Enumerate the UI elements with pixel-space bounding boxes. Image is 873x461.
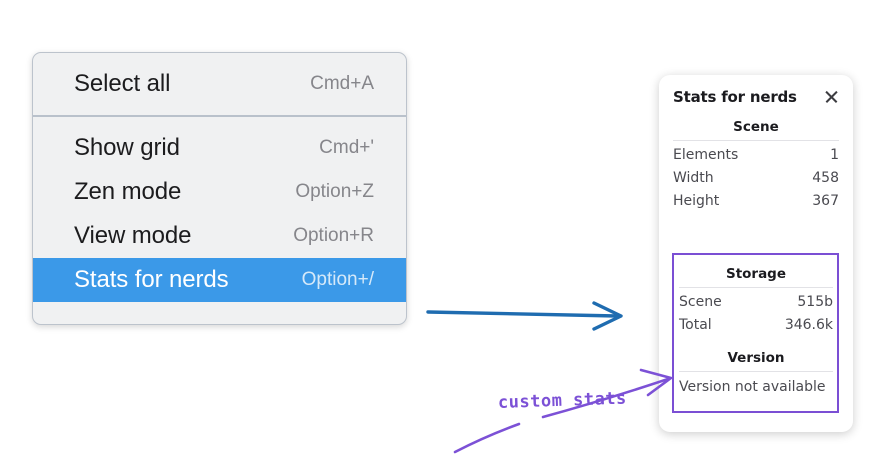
stats-panel-header: Stats for nerds — [659, 75, 853, 106]
menu-group-secondary: Show grid Cmd+' Zen mode Option+Z View m… — [33, 117, 406, 324]
section-divider — [673, 140, 839, 141]
stat-value: 367 — [812, 193, 839, 209]
stat-value: 1 — [830, 147, 839, 163]
stat-row-storage-total: Total 346.6k — [679, 314, 833, 337]
menu-footer-spacer — [33, 302, 406, 324]
menu-item-shortcut: Option+/ — [301, 269, 374, 290]
section-divider — [679, 371, 833, 372]
menu-item-label: Stats for nerds — [74, 266, 229, 293]
blue-flow-arrow — [426, 301, 623, 331]
menu-item-zen-mode[interactable]: Zen mode Option+Z — [33, 170, 406, 214]
stats-for-nerds-panel[interactable]: Stats for nerds Scene Elements 1 Width 4… — [659, 75, 853, 432]
stat-row-width: Width 458 — [673, 167, 839, 190]
menu-item-show-grid[interactable]: Show grid Cmd+' — [33, 126, 406, 170]
section-title-version: Version — [727, 350, 785, 366]
section-divider — [679, 287, 833, 288]
stat-key: Total — [679, 317, 712, 333]
stat-value: 515b — [797, 294, 833, 310]
menu-item-shortcut: Cmd+' — [319, 137, 374, 158]
menu-group-primary: Select all Cmd+A — [33, 53, 406, 117]
menu-item-label: Zen mode — [74, 178, 182, 205]
purple-underline-stroke — [453, 422, 521, 454]
stat-key: Height — [673, 193, 720, 209]
menu-item-shortcut: Option+Z — [295, 181, 374, 202]
stat-version-note: Version not available — [679, 379, 826, 395]
close-icon[interactable] — [823, 88, 841, 106]
stat-key: Scene — [679, 294, 722, 310]
stat-row-height: Height 367 — [673, 190, 839, 213]
menu-item-view-mode[interactable]: View mode Option+R — [33, 214, 406, 258]
stat-row-storage-scene: Scene 515b — [679, 291, 833, 314]
menu-item-select-all[interactable]: Select all Cmd+A — [33, 62, 406, 106]
menu-item-stats-for-nerds[interactable]: Stats for nerds Option+/ — [33, 258, 406, 302]
menu-item-label: Select all — [74, 70, 171, 97]
menu-item-shortcut: Cmd+A — [310, 73, 374, 94]
stats-section-scene: Scene Elements 1 Width 458 Height 367 — [659, 119, 853, 213]
menu-item-shortcut: Option+R — [293, 225, 374, 246]
stats-panel-title: Stats for nerds — [673, 88, 797, 106]
section-title-storage: Storage — [725, 266, 787, 282]
section-title-scene: Scene — [733, 119, 779, 135]
stat-key: Elements — [673, 147, 739, 163]
stat-key: Width — [673, 170, 714, 186]
menu-item-label: View mode — [74, 222, 192, 249]
stat-value: 346.6k — [784, 317, 833, 333]
custom-stats-region: Storage Scene 515b Total 346.6k Version … — [659, 253, 853, 399]
menu-item-label: Show grid — [74, 134, 180, 161]
canvas-context-menu[interactable]: Select all Cmd+A Show grid Cmd+' Zen mod… — [32, 52, 407, 325]
stat-value: 458 — [812, 170, 839, 186]
custom-stats-caption: custom stats — [497, 388, 628, 413]
stat-row-elements: Elements 1 — [673, 144, 839, 167]
